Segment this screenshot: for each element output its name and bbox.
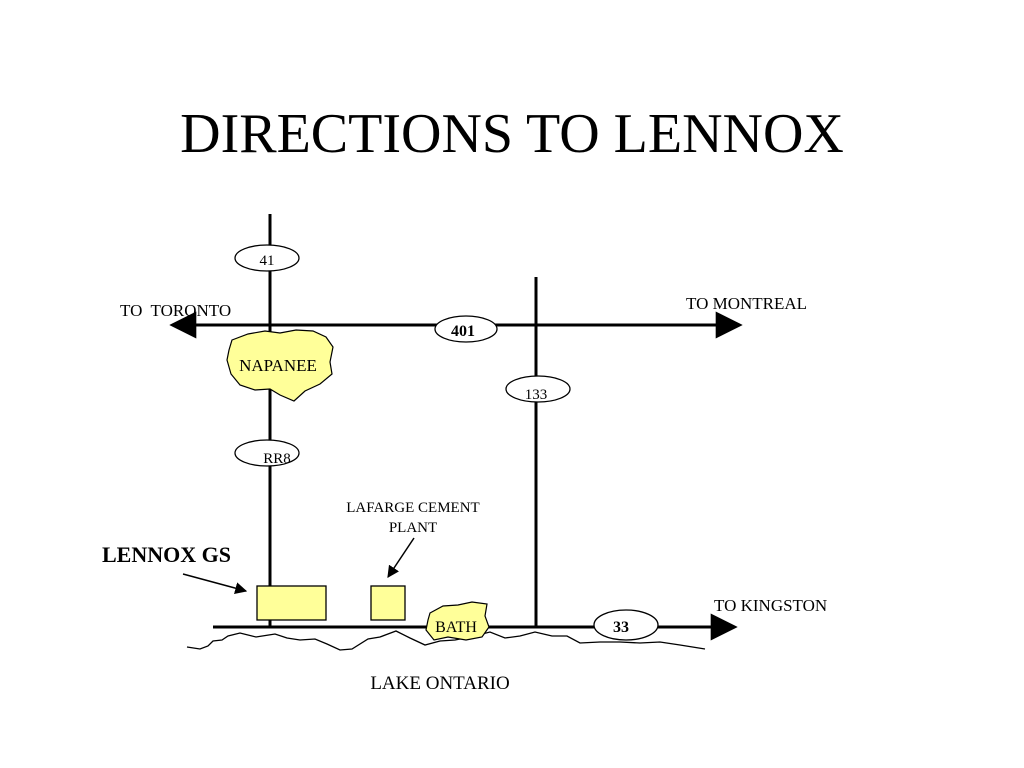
lake-ontario-label: LAKE ONTARIO bbox=[370, 673, 509, 694]
bath-label: BATH bbox=[435, 619, 477, 636]
napanee-town-area bbox=[226, 329, 334, 402]
to-toronto-label: TO TORONTO bbox=[120, 301, 231, 320]
lafarge-label-line2: PLANT bbox=[389, 520, 437, 536]
lafarge-label-line1: LAFARGE CEMENT bbox=[346, 500, 479, 516]
route-133-label: 133 bbox=[525, 387, 548, 403]
lennox-gs-label: LENNOX GS bbox=[102, 542, 231, 567]
to-kingston-label: TO KINGSTON bbox=[714, 596, 827, 615]
route-41-shield bbox=[234, 244, 300, 272]
route-rr8-label: RR8 bbox=[263, 451, 291, 467]
lake-ontario-shoreline bbox=[186, 630, 706, 651]
lafarge-pointer bbox=[387, 537, 415, 578]
route-33-label: 33 bbox=[613, 619, 629, 636]
route-133-shield bbox=[505, 375, 571, 403]
to-montreal-label: TO MONTREAL bbox=[686, 294, 807, 313]
lennox-gs-pointer bbox=[182, 573, 248, 594]
highway-401-label: 401 bbox=[451, 323, 475, 340]
lennox-gs-building bbox=[256, 585, 327, 621]
route-rr8-shield bbox=[234, 439, 300, 467]
lafarge-plant-building bbox=[370, 585, 406, 621]
bath-town-area bbox=[425, 601, 490, 641]
page-title: DIRECTIONS TO LENNOX bbox=[180, 103, 844, 165]
highway-401-shield bbox=[434, 315, 498, 343]
route-33-shield bbox=[593, 609, 659, 641]
route-41-label: 41 bbox=[260, 253, 275, 269]
napanee-label: NAPANEE bbox=[239, 356, 317, 375]
